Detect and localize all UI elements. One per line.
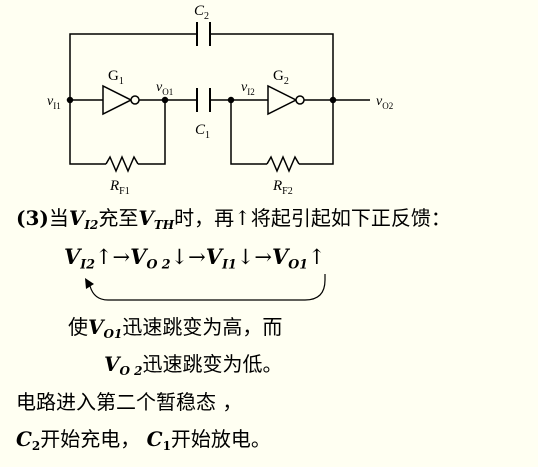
label-vi1: vI1 xyxy=(47,94,61,111)
chain-arrow: ↓→ xyxy=(236,245,272,269)
text-fragment: 充至 xyxy=(98,206,139,230)
explanation-line-6: C2开始充电， C1开始放电。 xyxy=(16,425,271,460)
feedback-chain: VI2↑→VO 2↓→VI1↓→VO1↑ xyxy=(64,243,326,278)
wire-top-loop xyxy=(69,33,197,100)
text-fragment: 将起引起如下正反馈： xyxy=(250,206,451,230)
label-c2: C2 xyxy=(194,3,209,22)
resistor-rf2 xyxy=(266,155,300,173)
inverter-g1-triangle xyxy=(102,84,133,116)
text-fragment: 使 xyxy=(68,315,88,339)
chain-vi1: VI1 xyxy=(205,244,237,272)
explanation-line-4: VO 2迅速跳变为低。 xyxy=(104,350,283,385)
symbol-vth: VTH xyxy=(138,206,175,233)
text-fragment: 迅速跳变为低。 xyxy=(142,352,283,376)
symbol-vo1: VO1 xyxy=(88,315,123,342)
chain-vo2: VO 2 xyxy=(130,244,171,272)
inverter-g2-triangle xyxy=(267,84,298,116)
text-fragment: 迅速跳变为高，而 xyxy=(122,315,283,339)
symbol-c1: C1 xyxy=(146,427,171,454)
text-fragment: 电路进入第二个暂稳态 ， xyxy=(16,390,243,414)
chain-vo1: VO1 xyxy=(271,244,308,272)
circuit-diagram: C2 G1 G2 vI1 vO1 C1 vI2 vO2 RF1 RF2 xyxy=(47,3,393,197)
label-vo2: vO2 xyxy=(376,94,393,111)
chain-arrow: ↑→ xyxy=(94,245,131,269)
step-number: (3) xyxy=(16,206,49,230)
label-vo1: vO1 xyxy=(156,80,173,97)
wire-rf1-loop xyxy=(69,100,106,165)
chain-arrow: ↑ xyxy=(307,245,326,269)
wire-rf1-loop-right xyxy=(138,100,166,165)
label-g1: G1 xyxy=(108,68,124,87)
symbol-vo2: VO 2 xyxy=(104,352,143,379)
label-rf2: RF2 xyxy=(272,178,293,197)
label-rf1: RF1 xyxy=(109,178,130,197)
symbol-c2: C2 xyxy=(16,427,41,454)
text-fragment: 时，再 xyxy=(174,206,235,230)
explanation-line-3: 使VO1迅速跳变为高，而 xyxy=(68,313,282,348)
wire-rf2-loop xyxy=(230,100,267,165)
wire-top-loop-right xyxy=(210,33,334,100)
wire-rf2-loop-right xyxy=(299,100,334,165)
label-vi2: vI2 xyxy=(241,80,255,97)
chain-arrow: ↓→ xyxy=(170,245,206,269)
feedback-return-arrow xyxy=(85,274,326,301)
explanation-line-1: (3)当VI2充至VTH时，再↑将起引起如下正反馈： xyxy=(16,204,451,239)
symbol-vi2: VI2 xyxy=(68,206,99,233)
label-g2: G2 xyxy=(273,68,289,87)
inverter-g2-bubble xyxy=(295,95,305,105)
inverter-g1-bubble xyxy=(130,95,140,105)
label-c1: C1 xyxy=(195,122,210,141)
text-fragment: 当 xyxy=(48,206,69,230)
explanation-line-5: 电路进入第二个暂稳态 ， xyxy=(16,388,242,416)
text-fragment: 开始充电， xyxy=(40,427,141,451)
resistor-rf1 xyxy=(105,155,139,173)
chain-vi2: VI2 xyxy=(64,244,95,272)
text-fragment: 开始放电。 xyxy=(170,427,271,451)
up-arrow-icon: ↑ xyxy=(234,206,251,230)
